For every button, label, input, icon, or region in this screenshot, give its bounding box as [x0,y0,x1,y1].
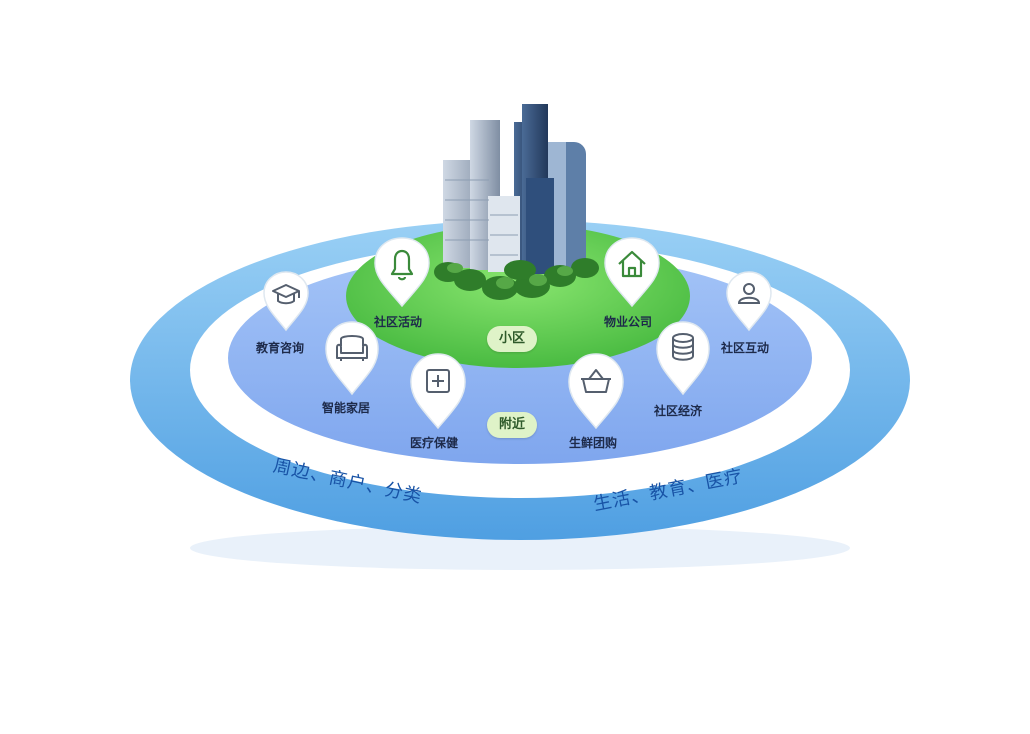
pin-label: 医疗保健 [410,436,459,450]
pin-education-consult[interactable] [262,270,310,336]
pin-smart-home[interactable] [324,320,380,400]
medical-plus-icon [426,369,450,393]
graduation-cap-icon [272,284,300,305]
pin-community-activity[interactable] [373,236,431,312]
inner-green-disc [346,224,690,368]
buildings-illustration [434,104,599,300]
bell-icon [390,249,414,281]
armchair-icon [336,335,368,361]
pin-label: 社区活动 [374,315,423,329]
pin-label: 社区互动 [721,341,770,355]
zone-label-nearby: 附近 [487,412,538,438]
pin-community-economy[interactable] [655,320,711,400]
ground-shadow [190,526,850,570]
shopping-basket-icon [581,369,611,393]
pin-label: 生鲜团购 [569,436,618,450]
pin-label: 社区经济 [654,404,703,418]
house-icon [618,250,646,278]
pin-property-company[interactable] [603,236,661,312]
pin-label: 智能家居 [322,401,371,415]
pin-community-interaction[interactable] [725,270,773,336]
zone-label-community: 小区 [487,326,538,352]
pin-medical-care[interactable] [409,352,467,434]
pin-fresh-group-buy[interactable] [567,352,625,434]
database-icon [672,333,694,361]
pin-label: 教育咨询 [256,341,305,355]
pin-label: 物业公司 [604,315,653,329]
user-icon [737,283,761,304]
